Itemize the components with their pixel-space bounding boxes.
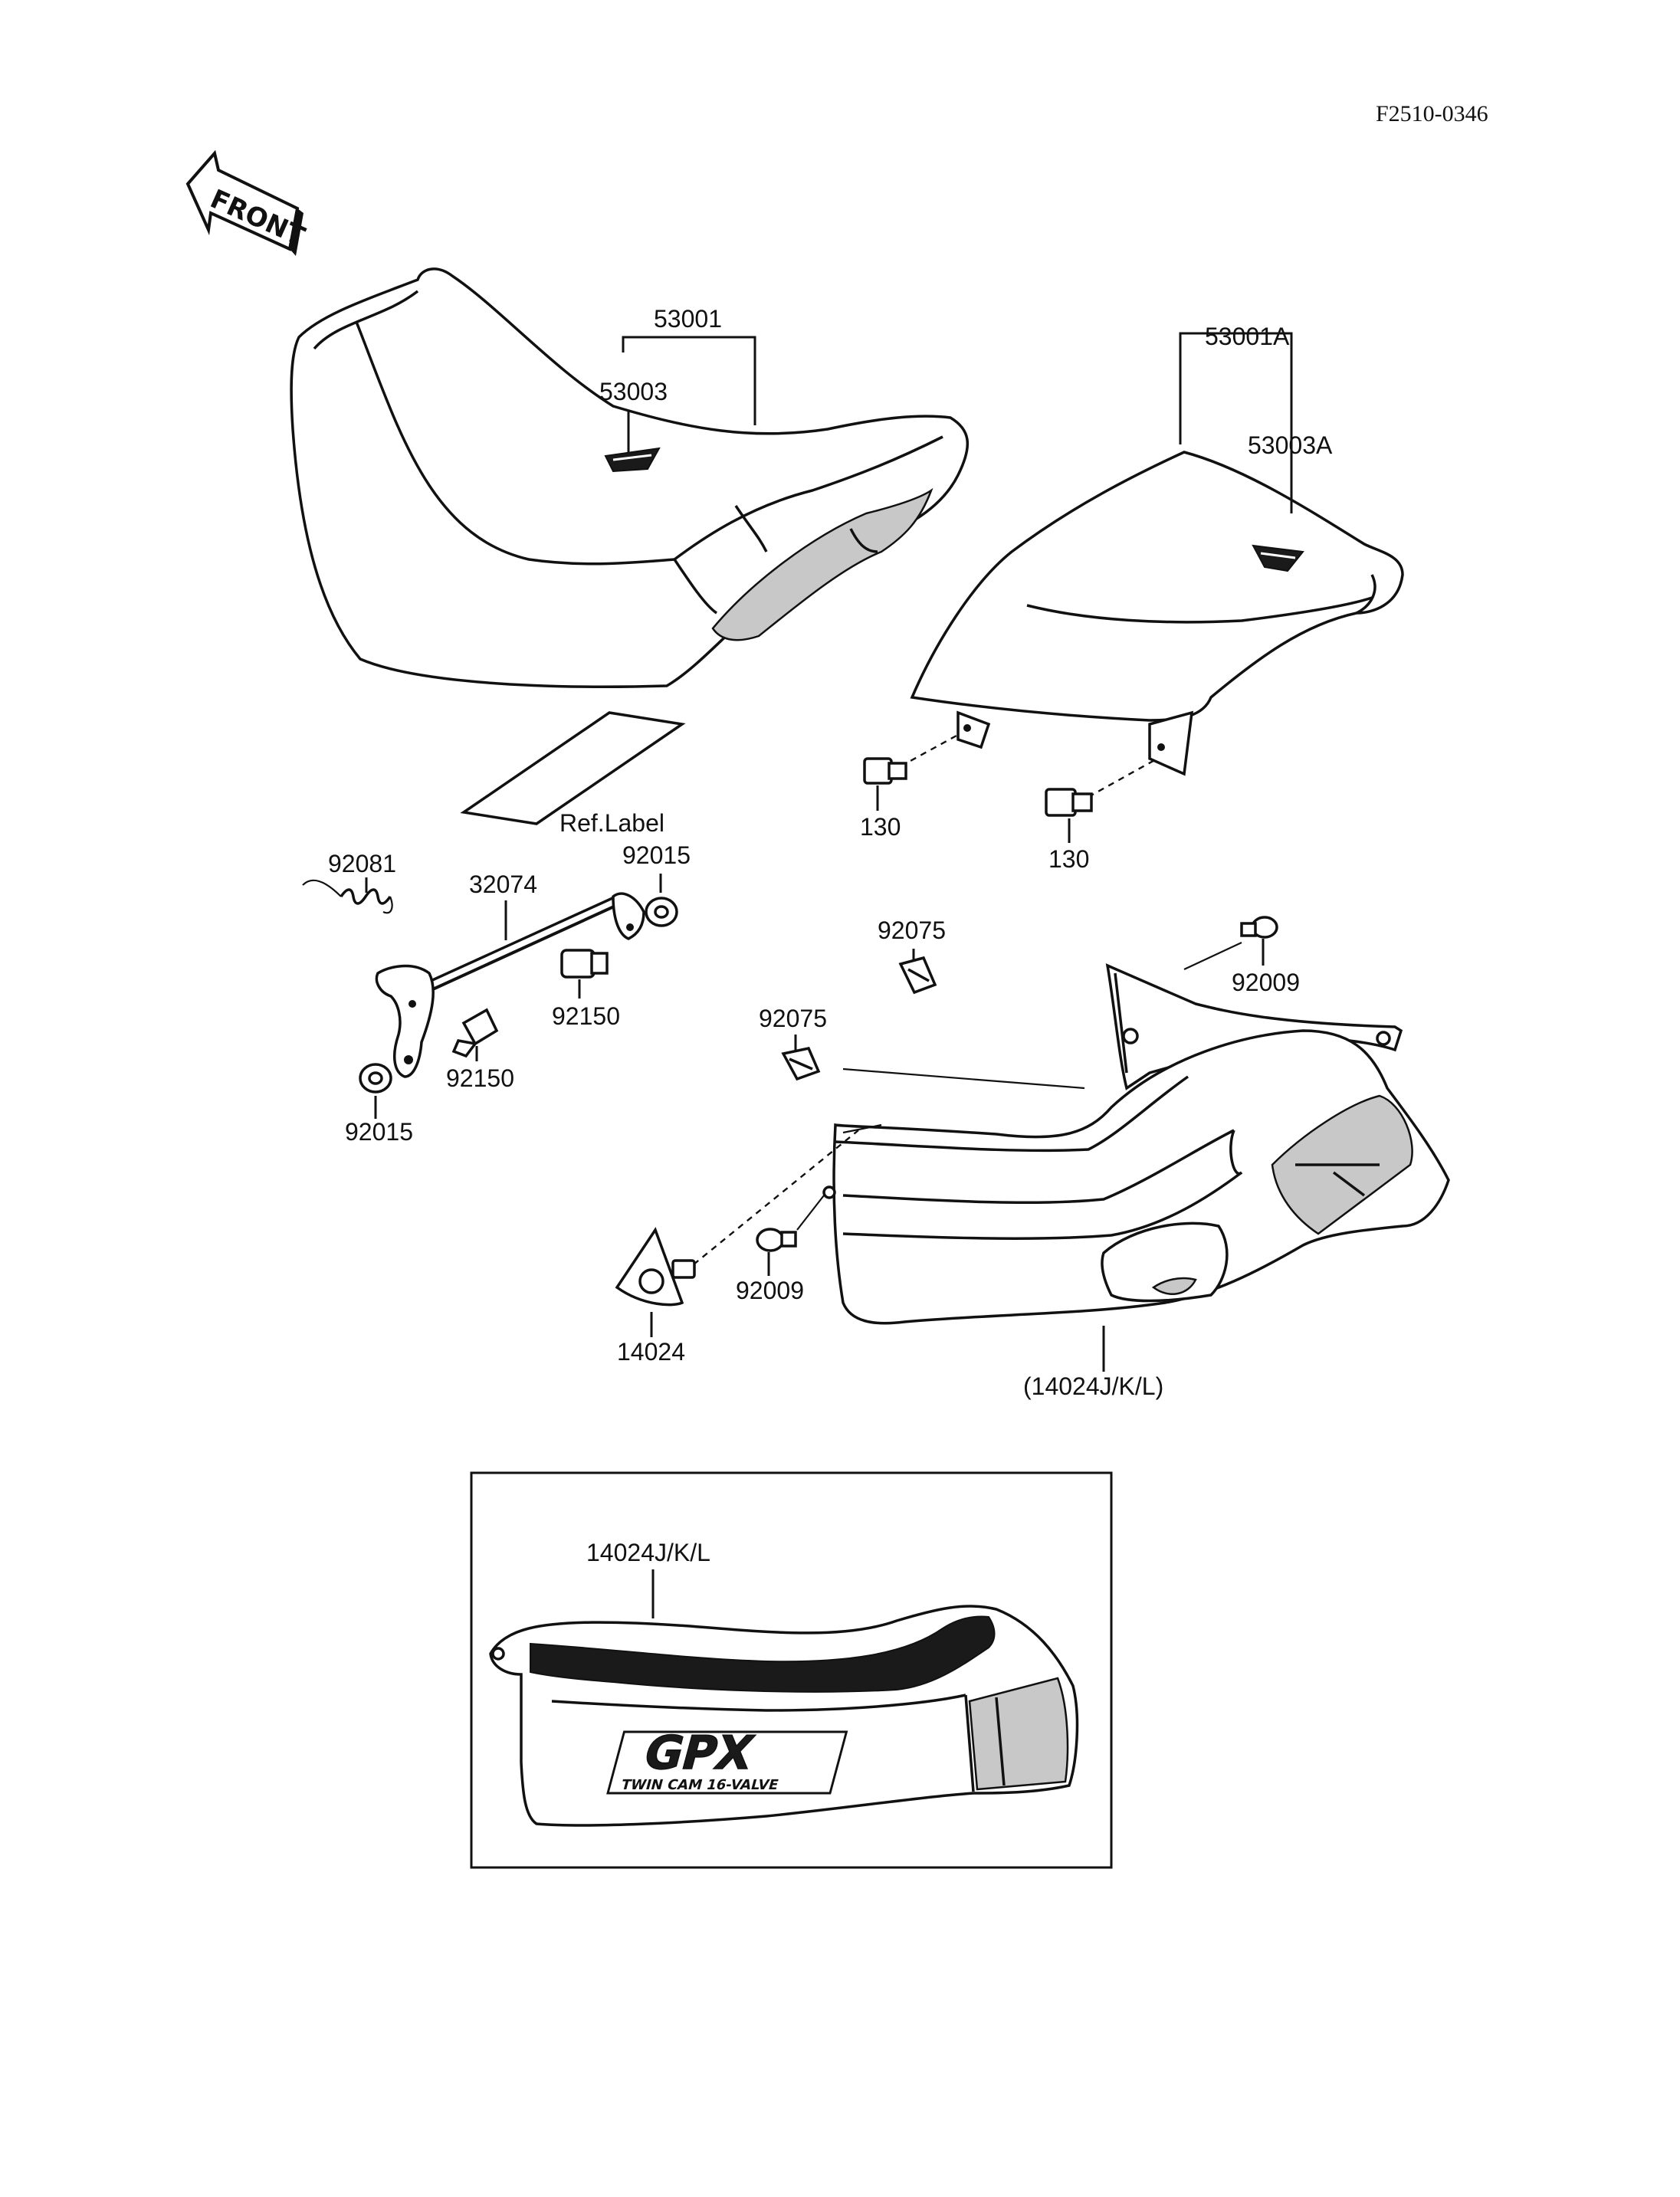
bolt-92150-top (560, 949, 609, 979)
gpx-decal: GPX TWIN CAM 16-VALVE (606, 1726, 848, 1795)
spring-92081 (302, 879, 393, 914)
label-bolt-bottom: 92150 (446, 1064, 514, 1092)
label-clip-top: 92075 (878, 917, 946, 944)
label-inset-cover: 14024J/K/L (586, 1539, 710, 1566)
label-ref: Ref.Label (559, 809, 664, 837)
label-bolt-top: 92150 (552, 1002, 620, 1030)
label-clip-left: 92075 (759, 1005, 827, 1032)
ref-label-sheet (460, 711, 686, 825)
label-rear-seat-badge: 53003A (1248, 431, 1333, 459)
seat-53001 (290, 267, 970, 688)
label-nut-right: 92015 (622, 841, 691, 869)
nut-92015-right (645, 897, 678, 927)
label-seat: 53001 (654, 305, 722, 333)
label-spring: 92081 (328, 850, 396, 877)
grommet-14024 (615, 1130, 859, 1307)
rear-seat-53001a (910, 451, 1404, 776)
label-screw-bottom: 92009 (736, 1277, 804, 1304)
label-side-cover: (14024J/K/L) (1023, 1372, 1163, 1400)
inset-box (470, 1471, 1113, 1869)
rod-32074 (375, 892, 645, 1078)
label-rod: 32074 (469, 871, 537, 898)
side-cover-14024jkl (822, 963, 1450, 1325)
bolt-130-left (863, 734, 957, 785)
label-bolt-seat-right: 130 (1048, 845, 1089, 873)
label-seat-badge: 53003 (599, 378, 668, 405)
diagram-code: F2510-0346 (1376, 101, 1488, 126)
label-grommet: 14024 (617, 1338, 685, 1366)
label-bolt-seat-left: 130 (860, 813, 901, 841)
bolt-130-right (1045, 757, 1158, 817)
clip-92075-top (898, 956, 937, 995)
clip-92075-left (781, 1046, 821, 1081)
front-arrow-icon: FRONT (185, 149, 310, 256)
label-screw-top: 92009 (1232, 969, 1300, 996)
gpx-subtitle: TWIN CAM 16-VALVE (619, 1777, 780, 1793)
label-rear-seat: 53001A (1205, 323, 1290, 350)
screw-92009-bottom (756, 1195, 825, 1252)
bolt-92150-bottom (451, 1008, 499, 1058)
gpx-brand: GPX (638, 1726, 760, 1780)
inset-side-cover: GPX TWIN CAM 16-VALVE (489, 1605, 1079, 1827)
nut-92015-left (359, 1063, 392, 1094)
screw-92009-top (1183, 916, 1278, 970)
label-nut-left: 92015 (345, 1118, 413, 1146)
